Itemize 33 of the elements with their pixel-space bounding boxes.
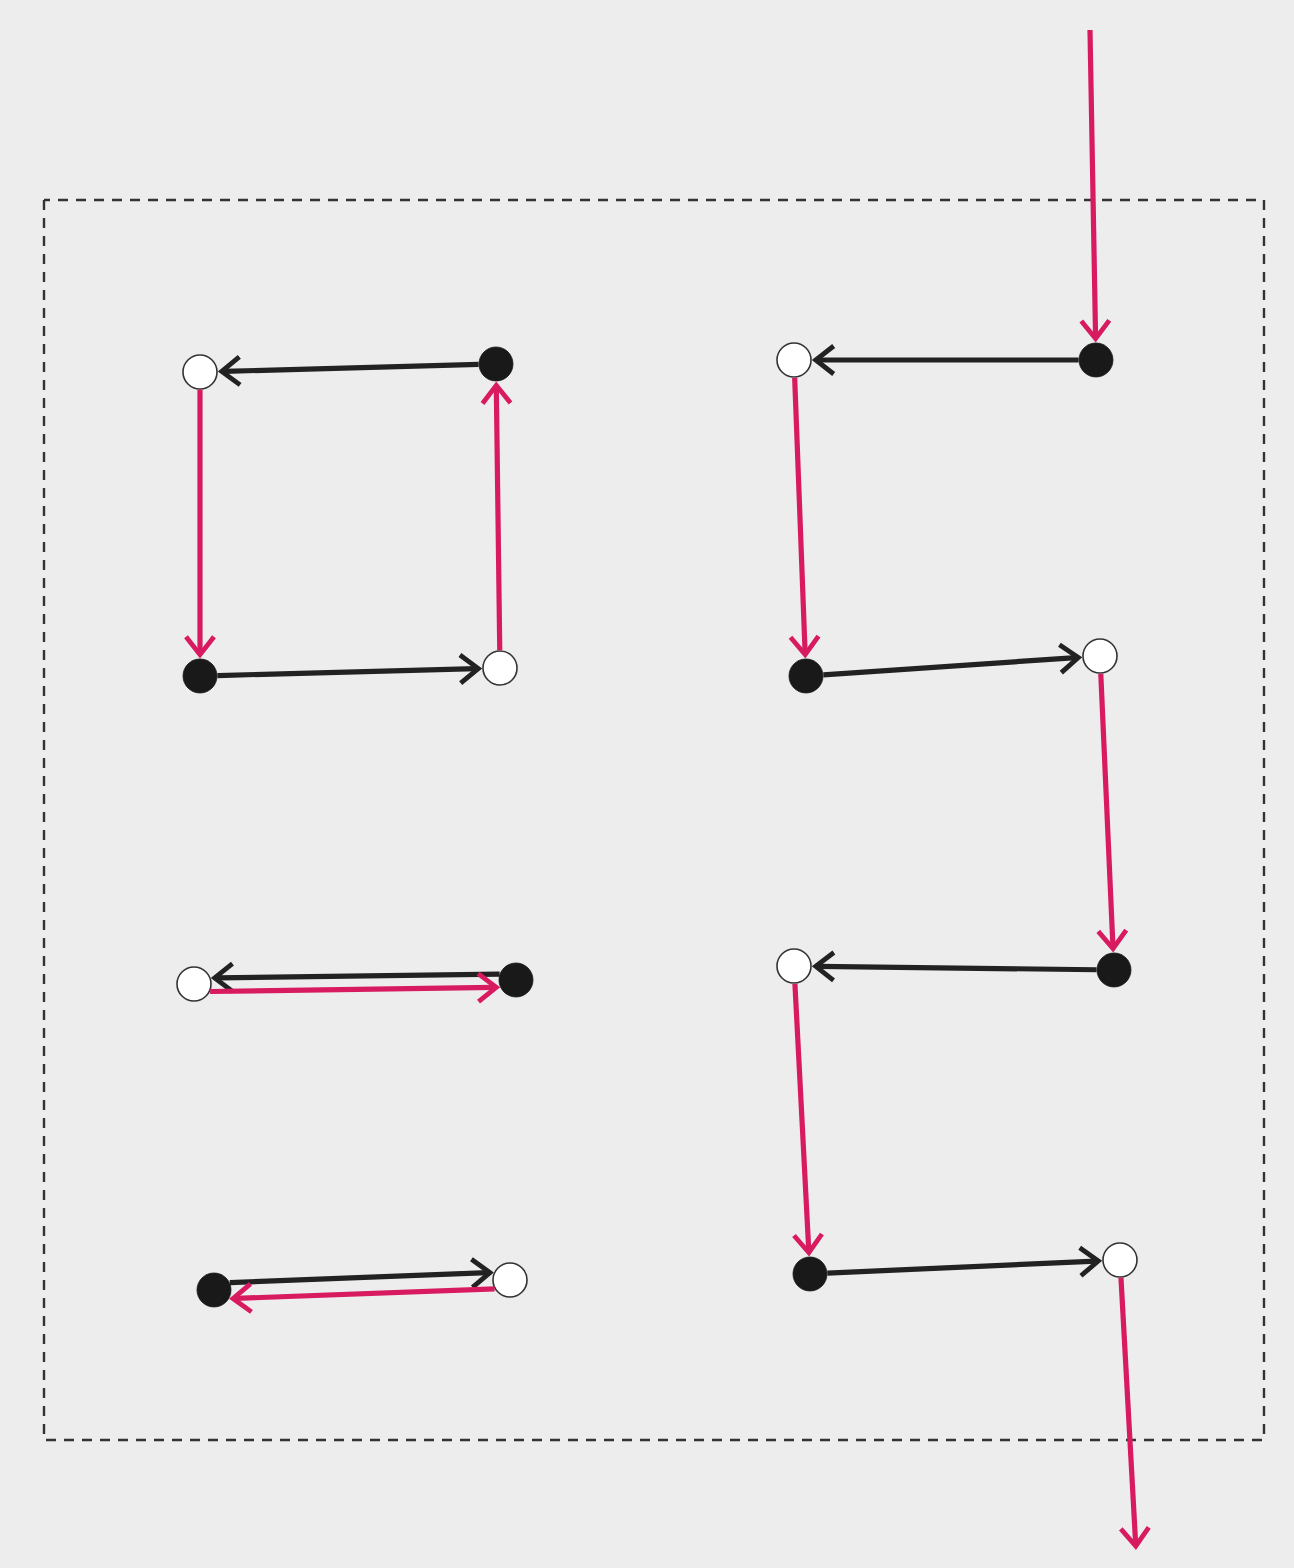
- open-circle: [1102, 1242, 1138, 1278]
- arrow: [1096, 673, 1129, 953]
- arrow: [811, 950, 1097, 983]
- filled-dot: [196, 1272, 232, 1308]
- arrow: [184, 389, 216, 659]
- arrow: [1118, 1277, 1151, 1550]
- filled-dot: [478, 346, 514, 382]
- arrow: [229, 1257, 494, 1290]
- arrow: [229, 1282, 495, 1314]
- filled-dot: [792, 1256, 828, 1292]
- open-circle: [1082, 638, 1118, 674]
- arrow: [792, 983, 824, 1257]
- open-circle: [182, 354, 218, 390]
- filled-dot: [182, 658, 218, 694]
- filled-dot: [1078, 342, 1114, 378]
- arrow: [788, 377, 821, 659]
- filled-dot: [788, 658, 824, 694]
- arrow: [217, 653, 483, 685]
- open-circle: [176, 966, 212, 1002]
- arrow: [210, 961, 500, 994]
- arrow: [210, 971, 501, 1004]
- arrow: [480, 381, 513, 651]
- open-circle: [776, 342, 812, 378]
- arrow: [217, 355, 479, 387]
- filled-dot: [1096, 952, 1132, 988]
- arrow: [827, 1245, 1103, 1278]
- arrow: [823, 642, 1083, 678]
- open-circle: [492, 1262, 528, 1298]
- arrow: [811, 344, 1079, 376]
- open-circle: [776, 948, 812, 984]
- open-circle: [482, 650, 518, 686]
- filled-dot: [498, 962, 534, 998]
- arrow: [1079, 29, 1112, 343]
